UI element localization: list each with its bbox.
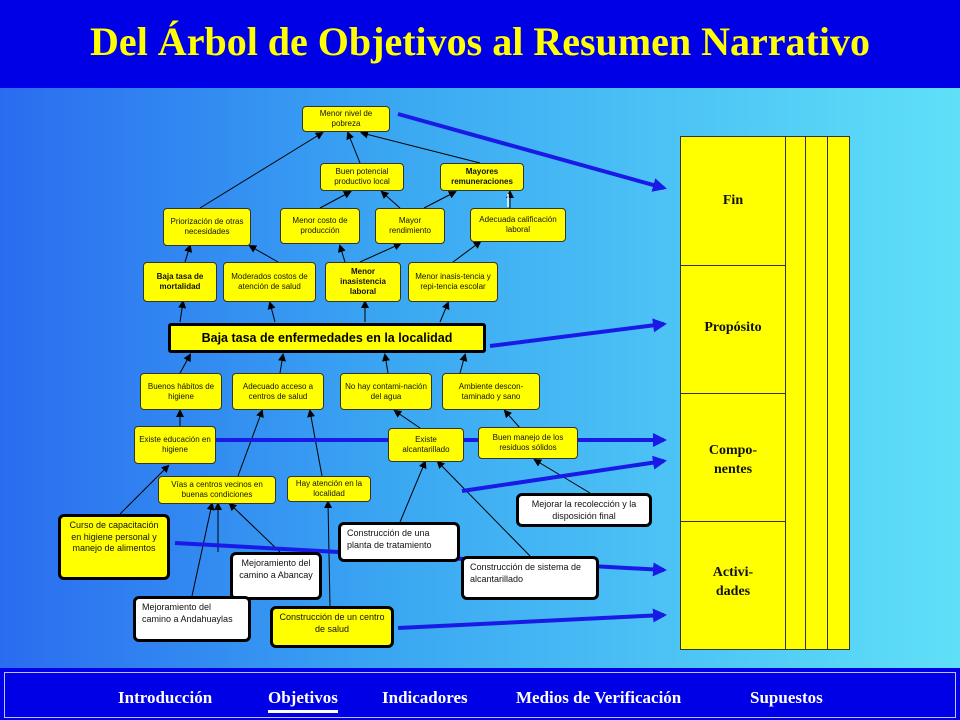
activity-camino-abancay: Mejoramiento del camino a Abancay (230, 552, 322, 600)
nav-introduccion[interactable]: Introducción (118, 688, 213, 707)
node-buenos-habitos: Buenos hábitos de higiene (140, 373, 222, 410)
node-mayores-remuneraciones: Mayores remuneraciones (440, 163, 524, 191)
matrix-col-divider (805, 137, 806, 649)
node-buen-manejo-residuos: Buen manejo de los residuos sólidos (478, 427, 578, 459)
page-title: Del Árbol de Objetivos al Resumen Narrat… (90, 19, 870, 64)
node-hay-atencion: Hay atención en la localidad (287, 476, 371, 502)
node-no-contaminacion: No hay contami-nación del agua (340, 373, 432, 410)
node-mayor-rendimiento: Mayor rendimiento (375, 208, 445, 244)
matrix-row-divider (681, 521, 785, 522)
matrix-col-divider (785, 137, 786, 649)
node-buen-potencial: Buen potencial productivo local (320, 163, 404, 191)
nav-indicadores[interactable]: Indicadores (382, 688, 468, 707)
node-menor-nivel-pobreza: Menor nivel de pobreza (302, 106, 390, 132)
matrix-col-divider (827, 137, 828, 649)
node-menor-inasistencia-laboral: Menor inasistencia laboral (325, 262, 401, 302)
node-ambiente-descontaminado: Ambiente descon-taminado y sano (442, 373, 540, 410)
node-existe-educacion: Existe educación en higiene (134, 426, 216, 464)
tree-connectors (119, 130, 591, 607)
footer-nav: Introducción Objetivos Indicadores Medio… (0, 668, 960, 720)
logframe-matrix: Fin Propósito Compo-nentes Activi-dades (680, 136, 850, 650)
nav-objetivos[interactable]: Objetivos (268, 688, 338, 713)
node-baja-tasa-enfermedades: Baja tasa de enfermedades en la localida… (168, 323, 486, 353)
activity-camino-andahuaylas: Mejoramiento del camino a Andahuaylas (133, 596, 251, 642)
node-vias-centros-vecinos: Vías a centros vecinos en buenas condici… (158, 476, 276, 504)
node-priorizacion: Priorización de otras necesidades (163, 208, 251, 246)
node-adecuada-calificacion: Adecuada calificación laboral (470, 208, 566, 242)
activity-curso-capacitacion: Curso de capacitación en higiene persona… (58, 514, 170, 580)
matrix-row-divider (681, 265, 785, 266)
matrix-row-proposito: Propósito (704, 320, 762, 335)
nav-supuestos[interactable]: Supuestos (750, 688, 823, 707)
matrix-row-componentes: Compo-nentes (708, 443, 758, 477)
node-menor-inasistencia-escolar: Menor inasis-tencia y repi-tencia escola… (408, 262, 498, 302)
footer-frame (4, 672, 956, 718)
header-bar: Del Árbol de Objetivos al Resumen Narrat… (0, 0, 960, 88)
matrix-row-actividades: Activi-dades (712, 565, 754, 599)
matrix-row-divider (681, 393, 785, 394)
node-existe-alcantarillado: Existe alcantarillado (388, 428, 464, 462)
activity-recoleccion-residuos: Mejorar la recolección y la disposición … (516, 493, 652, 527)
activity-sistema-alcantarillado: Construcción de sistema de alcantarillad… (461, 556, 599, 600)
activity-planta-tratamiento: Construcción de una planta de tratamient… (338, 522, 460, 562)
node-menor-costo: Menor costo de producción (280, 208, 360, 244)
node-baja-mortalidad: Baja tasa de mortalidad (143, 262, 217, 302)
matrix-row-fin: Fin (722, 193, 744, 208)
nav-medios-verificacion[interactable]: Medios de Verificación (516, 688, 682, 707)
node-adecuado-acceso: Adecuado acceso a centros de salud (232, 373, 324, 410)
node-moderados-costos: Moderados costos de atención de salud (223, 262, 316, 302)
activity-centro-salud: Construcción de un centro de salud (270, 606, 394, 648)
